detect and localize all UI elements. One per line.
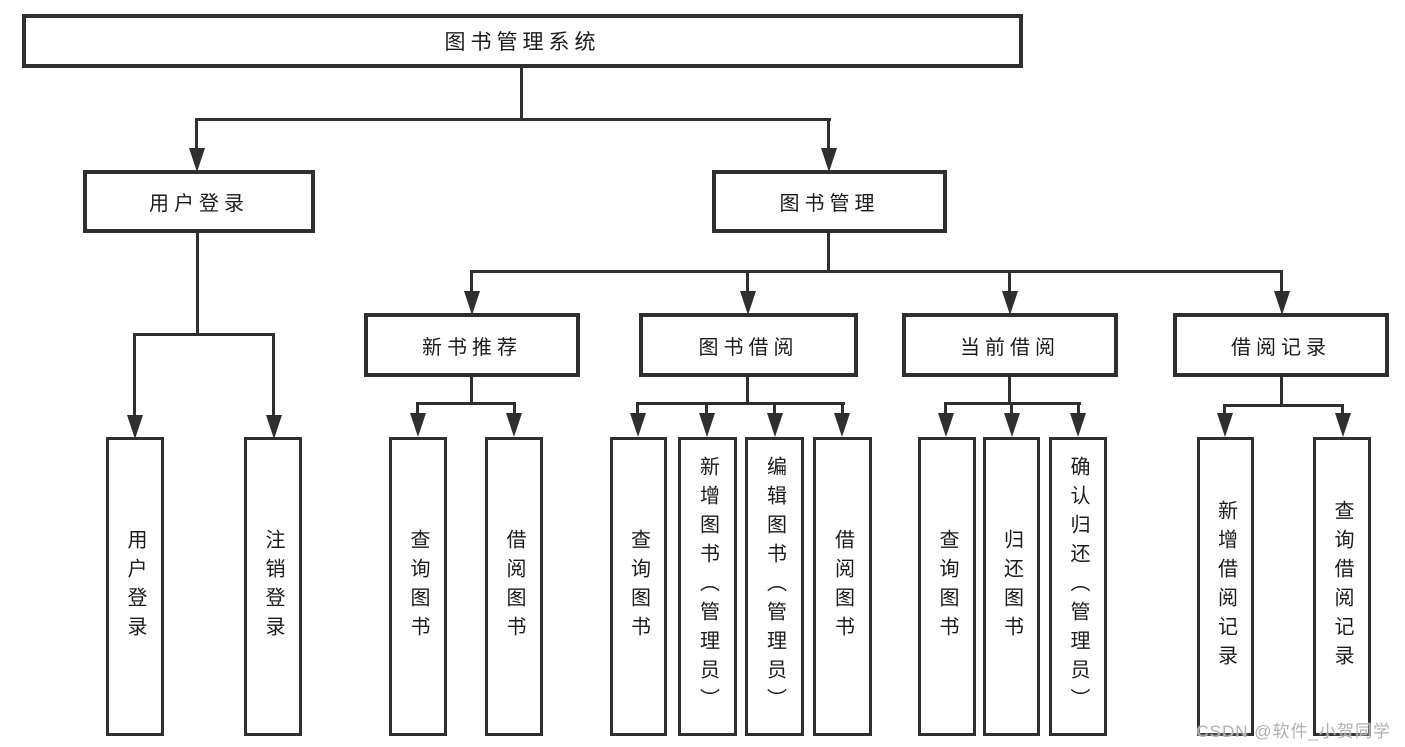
- leaf-borrow-books: 借阅图书: [813, 437, 872, 736]
- leaf-borrow-books-label: 借阅图书: [831, 528, 854, 645]
- leaf-query-books-borrow: 查询图书: [610, 437, 667, 736]
- leaf-user-login-label: 用户登录: [124, 528, 146, 645]
- arrowhead-leaf-logout: [266, 415, 282, 439]
- connector-drop-query2: [636, 403, 639, 415]
- arrowhead-query3: [938, 413, 954, 437]
- node-current-borrow: 当前借阅: [902, 313, 1118, 377]
- arrowhead-book-borrow: [740, 291, 756, 315]
- leaf-query-books-current-label: 查询图书: [936, 528, 958, 645]
- leaf-confirm-return-admin-label: 确认归还（管理员）: [1067, 456, 1089, 717]
- connector-book-borrow-branch: [636, 402, 845, 405]
- leaf-query-books-recommend-label: 查询图书: [407, 528, 429, 645]
- node-book-borrow: 图书借阅: [639, 313, 858, 377]
- leaf-query-borrow-record-label: 查询借阅记录: [1331, 499, 1353, 674]
- connector-drop-edit-book: [773, 403, 776, 415]
- leaf-return-book: 归还图书: [983, 437, 1040, 736]
- node-root: 图书管理系统: [22, 14, 1023, 68]
- arrowhead-add-record: [1217, 413, 1233, 437]
- watermark: CSDN @软件_小贺同学: [1196, 722, 1391, 741]
- leaf-edit-book-admin: 编辑图书（管理员）: [745, 437, 804, 736]
- leaf-logout-label: 注销登录: [262, 528, 284, 645]
- connector-book-management-branch: [470, 270, 1283, 273]
- leaf-borrow-books-recommend: 借阅图书: [485, 437, 543, 736]
- arrowhead-borrow-record: [1274, 291, 1290, 315]
- leaf-query-books-recommend: 查询图书: [389, 437, 447, 736]
- connector-drop-query3: [944, 403, 947, 415]
- connector-borrow-record-trunk: [1280, 377, 1283, 407]
- connector-drop-book-management: [827, 119, 830, 148]
- connector-current-borrow-trunk: [1008, 377, 1011, 405]
- connector-drop-user-login: [195, 119, 198, 148]
- connector-root-trunk: [520, 66, 523, 121]
- connector-user-login-branch: [133, 333, 275, 336]
- node-user-login: 用户登录: [83, 170, 315, 233]
- arrowhead-current-borrow: [1002, 291, 1018, 315]
- connector-user-login-trunk: [196, 233, 199, 336]
- leaf-query-books-borrow-label: 查询图书: [627, 528, 650, 645]
- connector-drop-leaf-logout: [272, 334, 275, 415]
- arrowhead-borrow2: [834, 413, 850, 437]
- connector-drop-confirm-return: [1077, 403, 1080, 415]
- arrowhead-query2: [630, 413, 646, 437]
- arrowhead-query-record: [1335, 413, 1351, 437]
- node-borrow-record: 借阅记录: [1173, 313, 1389, 377]
- leaf-query-borrow-record: 查询借阅记录: [1313, 437, 1371, 736]
- connector-drop-borrow-record: [1280, 271, 1283, 291]
- arrowhead-borrow1: [506, 413, 522, 437]
- connector-drop-book-borrow: [746, 271, 749, 291]
- connector-drop-current-borrow: [1008, 271, 1011, 291]
- leaf-borrow-books-recommend-label: 借阅图书: [503, 528, 525, 645]
- connector-drop-return-book: [1010, 403, 1013, 415]
- connector-drop-leaf-user-login: [133, 334, 136, 415]
- connector-drop-query1: [416, 403, 419, 415]
- leaf-add-borrow-record-label: 新增借阅记录: [1214, 499, 1237, 674]
- leaf-logout: 注销登录: [244, 437, 302, 736]
- leaf-add-book-admin-label: 新增图书（管理员）: [696, 456, 719, 717]
- leaf-add-book-admin: 新增图书（管理员）: [678, 437, 737, 736]
- arrowhead-query1: [410, 413, 426, 437]
- connector-book-management-trunk: [827, 233, 830, 273]
- leaf-edit-book-admin-label: 编辑图书（管理员）: [763, 456, 786, 717]
- arrowhead-leaf-user-login: [127, 415, 143, 439]
- arrowhead-edit-book: [767, 413, 783, 437]
- connector-drop-new-book: [470, 271, 473, 291]
- arrowhead-confirm-return: [1070, 413, 1086, 437]
- node-book-management: 图书管理: [712, 170, 947, 233]
- connector-new-book-branch: [416, 402, 516, 405]
- connector-book-borrow-trunk: [746, 377, 749, 405]
- leaf-return-book-label: 归还图书: [1000, 528, 1023, 645]
- arrowhead-user-login: [189, 148, 205, 172]
- node-new-book-recommend: 新书推荐: [364, 313, 580, 377]
- connector-drop-add-record: [1223, 405, 1226, 415]
- connector-drop-borrow1: [513, 403, 516, 415]
- connector-borrow-record-branch: [1223, 404, 1344, 407]
- leaf-add-borrow-record: 新增借阅记录: [1197, 437, 1254, 736]
- connector-root-branch: [195, 118, 831, 121]
- leaf-confirm-return-admin: 确认归还（管理员）: [1049, 437, 1107, 736]
- arrowhead-new-book: [464, 291, 480, 315]
- connector-new-book-trunk: [470, 377, 473, 405]
- leaf-query-books-current: 查询图书: [918, 437, 976, 736]
- arrowhead-book-management: [821, 148, 837, 172]
- connector-drop-query-record: [1341, 405, 1344, 415]
- connector-drop-borrow2: [841, 403, 844, 415]
- arrowhead-return-book: [1004, 413, 1020, 437]
- leaf-user-login: 用户登录: [106, 437, 164, 736]
- connector-drop-add-book: [705, 403, 708, 415]
- arrowhead-add-book: [699, 413, 715, 437]
